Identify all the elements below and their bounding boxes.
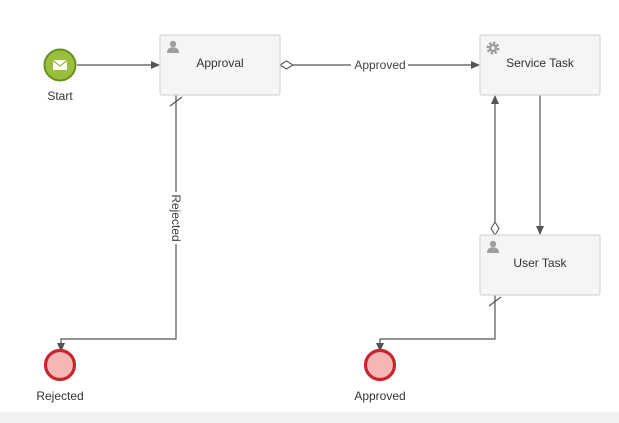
end-event-approved[interactable]: Approved [354, 348, 406, 404]
end-event-rejected-label: Rejected [36, 389, 83, 403]
end-event-rejected[interactable]: Rejected [36, 348, 84, 404]
flow-label-approved: Approved [354, 58, 405, 72]
task-approval-label: Approval [196, 56, 243, 70]
default-flow-slash-icon [488, 296, 502, 307]
user-icon [167, 40, 179, 53]
canvas-bottom-band [0, 412, 619, 423]
gear-icon [486, 41, 500, 55]
user-icon [487, 240, 499, 253]
envelope-icon [52, 59, 68, 70]
default-flow-slash-icon [169, 96, 183, 107]
task-service[interactable]: Service Task [479, 34, 601, 96]
end-event-approved-label: Approved [354, 389, 405, 403]
flow-label-rejected: Rejected [169, 194, 183, 241]
task-user[interactable]: User Task [479, 234, 601, 296]
flow-user-task-to-service[interactable] [490, 95, 500, 237]
flow-approved[interactable]: Approved [278, 57, 480, 73]
conditional-diamond-icon [278, 60, 295, 70]
flow-user-task-to-approved[interactable] [376, 295, 502, 352]
conditional-diamond-icon [490, 220, 500, 237]
task-service-label: Service Task [506, 56, 575, 70]
task-user-label: User Task [513, 256, 567, 270]
start-event-label: Start [47, 89, 73, 103]
task-approval[interactable]: Approval [159, 34, 281, 96]
flow-rejected[interactable]: Rejected [57, 95, 183, 352]
start-event[interactable]: Start [43, 48, 77, 104]
